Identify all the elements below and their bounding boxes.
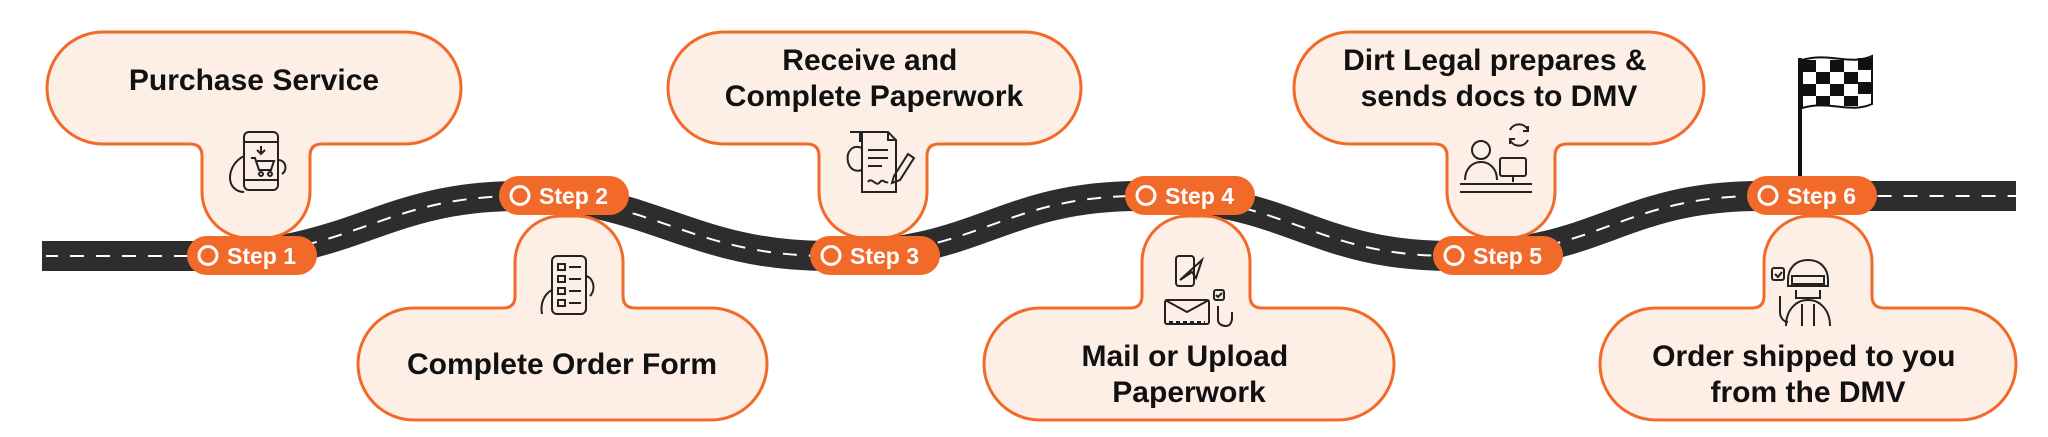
step-pill: Step 5 — [1433, 236, 1563, 275]
step-marker-icon — [1443, 245, 1465, 266]
step-4: Mail or Upload Paperwork Step 4 — [982, 176, 1396, 422]
rider-delivery-icon — [1771, 258, 1831, 327]
step-1: Purchase Service Step 1 — [45, 30, 463, 275]
step-title: Receive and Complete Paperwork — [725, 44, 1024, 113]
step-6: Order shipped to you from the DMV Step 6 — [1598, 176, 2018, 422]
step-label: Step 1 — [227, 243, 296, 269]
step-title: Mail or Upload Paperwork — [1081, 340, 1296, 409]
step-pill: Step 3 — [810, 236, 940, 275]
step-label: Step 3 — [850, 243, 919, 269]
sign-document-icon — [846, 131, 916, 193]
step-pill: Step 6 — [1747, 176, 1877, 215]
step-marker-icon — [1757, 185, 1779, 206]
checkered-flag-icon — [1798, 54, 1873, 190]
step-title: Order shipped to you from the DMV — [1652, 340, 1964, 409]
step-5: Dirt Legal prepares & sends docs to DMV … — [1292, 30, 1706, 275]
step-bubble — [356, 214, 769, 422]
step-label: Step 5 — [1473, 243, 1542, 269]
step-3: Receive and Complete Paperwork Step 3 — [666, 30, 1083, 275]
step-title: Complete Order Form — [407, 348, 717, 381]
shopping-cart-phone-icon — [228, 131, 287, 193]
step-marker-icon — [1135, 185, 1157, 206]
step-bubble — [1598, 214, 2018, 422]
mail-upload-icon — [1164, 255, 1233, 328]
step-title: Dirt Legal prepares & sends docs to DMV — [1343, 44, 1655, 113]
step-pill: Step 1 — [187, 236, 317, 275]
step-pill: Step 2 — [499, 176, 629, 215]
winding-road — [42, 181, 2016, 271]
agent-desk-icon — [1460, 123, 1532, 193]
form-checklist-icon — [540, 255, 595, 315]
step-marker-icon — [820, 245, 842, 266]
step-marker-icon — [509, 185, 531, 206]
step-2: Complete Order Form Step 2 — [356, 176, 769, 422]
step-label: Step 2 — [539, 183, 608, 209]
step-title: Purchase Service — [129, 64, 379, 97]
step-bubble — [982, 214, 1396, 422]
step-label: Step 4 — [1165, 183, 1234, 209]
step-pill: Step 4 — [1125, 176, 1255, 215]
step-marker-icon — [197, 245, 219, 266]
step-label: Step 6 — [1787, 183, 1856, 209]
